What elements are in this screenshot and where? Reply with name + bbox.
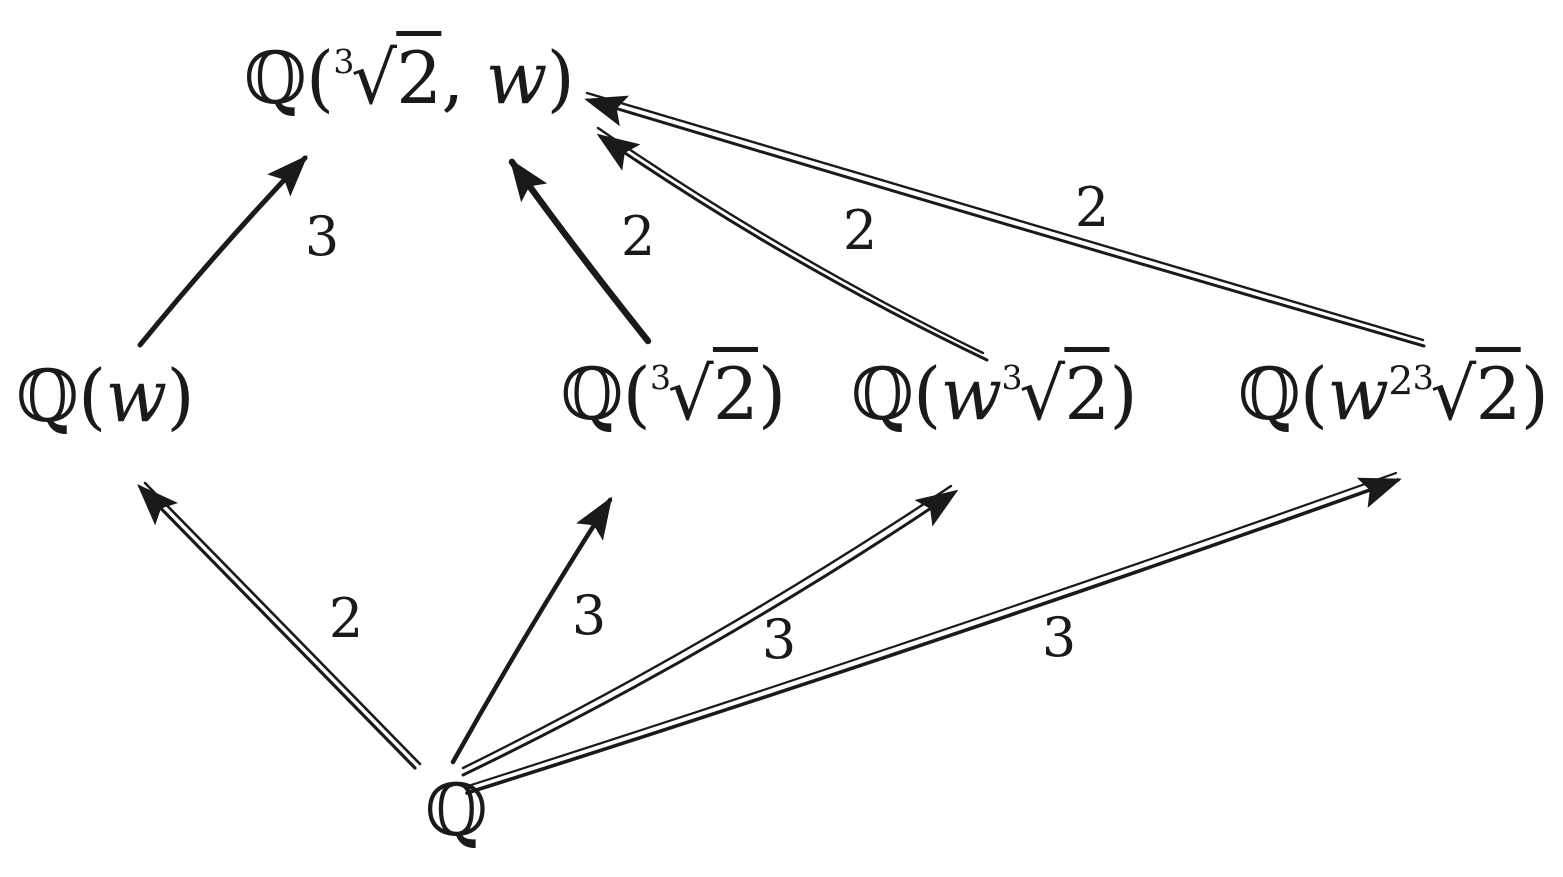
math-part: 2 bbox=[1475, 352, 1522, 436]
edge-Qcbrt2-to-top bbox=[508, 158, 652, 345]
edge-degree-label-Q-Qw2cbrt2: 3 bbox=[1041, 606, 1077, 669]
math-part: 3 bbox=[650, 357, 671, 397]
edge-degree-label-Qw-top: 3 bbox=[304, 205, 340, 268]
math-part: ) bbox=[1520, 352, 1549, 436]
math-part: w bbox=[105, 354, 168, 438]
math-part: √ bbox=[351, 36, 397, 120]
math-part: √ bbox=[667, 352, 714, 436]
node-Q-w: ℚ(w) bbox=[16, 360, 194, 432]
math-part: √ bbox=[1019, 352, 1065, 436]
math-part: ℚ( bbox=[851, 352, 941, 436]
edge-degree-label-Q-Qw: 2 bbox=[328, 587, 364, 650]
edge-Q-to-Qwcbrt2 bbox=[461, 484, 959, 777]
math-part: 2 bbox=[396, 36, 442, 120]
math-part: ) bbox=[166, 354, 194, 438]
math-part: ) bbox=[546, 36, 575, 120]
math-part: ℚ( bbox=[560, 352, 651, 436]
math-part: 3 bbox=[1412, 357, 1434, 397]
math-part: 3 bbox=[1001, 357, 1022, 397]
math-part: w bbox=[485, 36, 548, 120]
math-part: ) bbox=[1109, 352, 1137, 436]
math-part: ) bbox=[757, 352, 786, 436]
math-part: ℚ( bbox=[244, 36, 334, 120]
edge-degree-label-Qw2cbrt2-top: 2 bbox=[1074, 176, 1110, 239]
edge-Q-to-Qw2cbrt2 bbox=[465, 471, 1402, 795]
math-part: 2 bbox=[1388, 358, 1413, 405]
node-Q-cbrt2: ℚ(3√2) bbox=[561, 358, 786, 430]
math-part: ℚ( bbox=[16, 354, 106, 438]
edge-Qw2cbrt2-to-top bbox=[584, 91, 1426, 348]
math-part: √ bbox=[1430, 352, 1476, 436]
math-part: ℚ bbox=[425, 768, 488, 852]
node-Q: ℚ bbox=[425, 774, 488, 846]
edge-Q-to-Qw bbox=[137, 481, 422, 770]
node-Q-w-cbrt2: ℚ(w3√2) bbox=[851, 358, 1137, 430]
math-part: w bbox=[1327, 352, 1389, 436]
edge-degree-label-Q-Qcbrt2: 3 bbox=[571, 584, 607, 647]
math-part: w bbox=[940, 352, 1003, 436]
edge-degree-label-Q-Qwcbrt2: 3 bbox=[761, 608, 797, 671]
math-part: ℚ( bbox=[1237, 352, 1328, 436]
edge-Q-to-Qcbrt2 bbox=[450, 496, 613, 765]
node-Q-cbrt2-w: ℚ(3√2, w) bbox=[244, 41, 575, 114]
edge-Qw-to-top bbox=[137, 155, 308, 348]
edge-degree-label-Qwcbrt2-top: 2 bbox=[842, 199, 878, 262]
math-part: 2 bbox=[712, 352, 759, 436]
edge-Qwcbrt2-to-top bbox=[596, 126, 989, 362]
math-part: , bbox=[441, 36, 486, 120]
node-Q-w2-cbrt2: ℚ(w23√2) bbox=[1238, 357, 1549, 430]
edge-degree-label-Qcbrt2-top: 2 bbox=[620, 205, 656, 268]
math-part: 2 bbox=[1064, 352, 1110, 436]
math-part: 3 bbox=[333, 41, 354, 81]
